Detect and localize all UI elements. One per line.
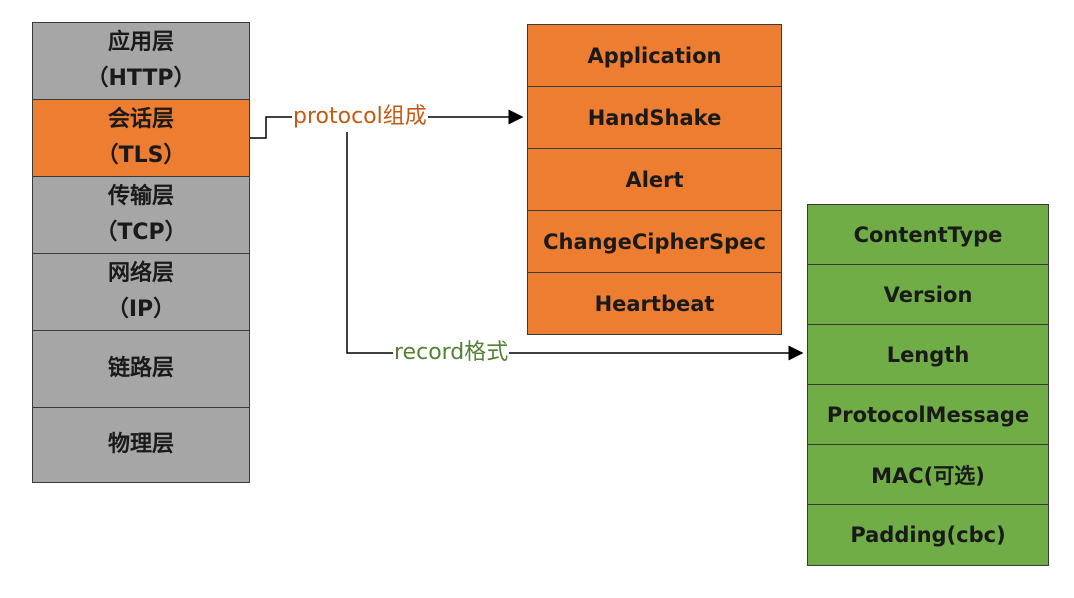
layer-link-name: 链路层 — [107, 356, 174, 381]
layer-physical-name: 物理层 — [107, 432, 174, 457]
record-field-label: MAC(可选) — [871, 463, 985, 488]
layer-session-sub: （TLS） — [96, 143, 186, 168]
record-field: MAC(可选) — [807, 444, 1049, 505]
protocol-item-label: HandShake — [587, 105, 722, 130]
layer-network-name: 网络层 — [107, 261, 174, 286]
record-field-label: ProtocolMessage — [826, 402, 1030, 427]
record-field: Version — [807, 264, 1049, 325]
record-field-label: ContentType — [853, 222, 1003, 247]
record-field-label: Length — [886, 342, 970, 367]
layer-link: 链路层 — [32, 330, 250, 408]
protocol-item-label: Alert — [625, 167, 684, 192]
record-field: ContentType — [807, 204, 1049, 265]
record-field-label: Padding(cbc) — [850, 523, 1006, 547]
protocol-item: Heartbeat — [527, 272, 782, 335]
record-field: ProtocolMessage — [807, 384, 1049, 445]
layer-application-sub: （HTTP） — [86, 66, 196, 91]
record-field: Length — [807, 324, 1049, 385]
record-field-label: Version — [883, 282, 973, 307]
layer-application: 应用层 （HTTP） — [32, 22, 250, 100]
protocol-connector-label: protocol组成 — [292, 104, 428, 130]
layer-transport-name: 传输层 — [107, 184, 174, 209]
protocol-item: Application — [527, 24, 782, 87]
protocol-item-label: Application — [587, 43, 722, 68]
layer-network: 网络层 （IP） — [32, 253, 250, 331]
layer-network-sub: （IP） — [106, 297, 176, 322]
protocol-item: ChangeCipherSpec — [527, 210, 782, 273]
record-field: Padding(cbc) — [807, 504, 1049, 566]
layer-transport-sub: （TCP） — [95, 220, 187, 245]
layer-application-name: 应用层 — [107, 30, 174, 55]
protocol-item: HandShake — [527, 86, 782, 149]
layer-physical: 物理层 — [32, 407, 250, 483]
layer-session: 会话层 （TLS） — [32, 99, 250, 177]
record-connector-label: record格式 — [393, 340, 510, 366]
layer-session-name: 会话层 — [107, 107, 174, 132]
record-connector — [346, 132, 804, 361]
protocol-item-label: Heartbeat — [594, 291, 715, 316]
protocol-item-label: ChangeCipherSpec — [543, 229, 766, 254]
